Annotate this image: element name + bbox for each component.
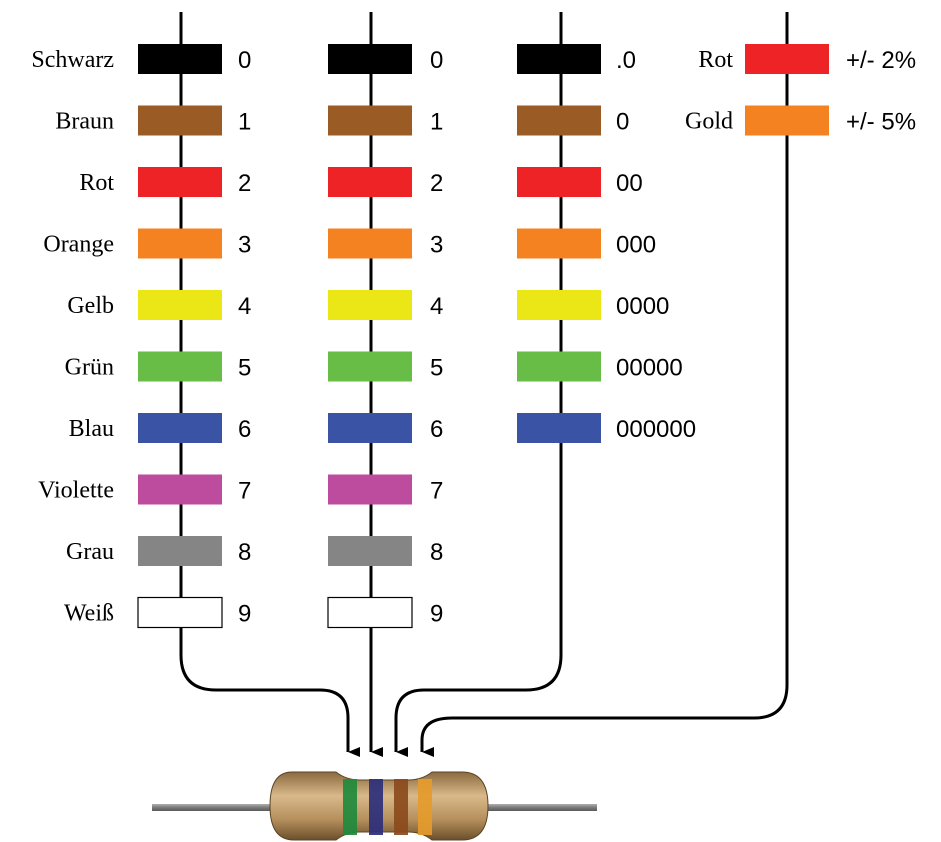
wire-tolerance: [420, 12, 789, 757]
digit2-value-label: 0: [430, 47, 443, 74]
digit2-swatch-blau: [328, 413, 412, 443]
multiplier-swatch-schwarz: [517, 44, 601, 74]
color-name-labels: SchwarzBraunRotOrangeGelbGrünBlauViolett…: [31, 47, 114, 627]
digit2-swatch-grau: [328, 536, 412, 566]
tolerance-value-label: +/- 2%: [846, 47, 916, 74]
color-name-label: Violette: [38, 478, 114, 504]
multiplier-value-label: 00: [616, 170, 643, 197]
digit1-value-label: 3: [238, 232, 251, 259]
digit1-value-label: 6: [238, 416, 251, 443]
digit1-value-label: 5: [238, 355, 251, 382]
second-digit-column: 0 1 2 3 4 5 6 7 8 9: [327, 44, 443, 629]
color-name-label: Weiß: [64, 601, 114, 627]
digit1-value-label: 7: [238, 478, 251, 505]
multiplier-swatch-braun: [517, 105, 601, 136]
resistor-band-1: [343, 779, 357, 835]
tolerance-value-label: +/- 5%: [846, 109, 916, 136]
digit1-value-label: 1: [238, 109, 251, 136]
digit2-value-label: 3: [430, 232, 443, 259]
multiplier-swatch-grün: [517, 351, 601, 382]
tolerance-swatch-rot: [745, 44, 829, 74]
multiplier-value-label: 000: [616, 232, 656, 259]
resistor-band-4: [418, 779, 432, 835]
multiplier-swatch-blau: [517, 413, 601, 443]
resistor-band-2: [369, 779, 383, 835]
digit1-swatch-braun: [138, 105, 222, 136]
multiplier-value-label: 000000: [616, 416, 696, 443]
digit2-value-label: 2: [430, 170, 443, 197]
digit2-swatch-grün: [328, 351, 412, 382]
multiplier-value-label: 0: [616, 109, 629, 136]
digit2-value-label: 6: [430, 416, 443, 443]
color-name-label: Gelb: [67, 293, 114, 319]
digit2-value-label: 7: [430, 478, 443, 505]
digit1-value-label: 2: [238, 170, 251, 197]
tolerance-column: Rot +/- 2% Gold +/- 5%: [685, 44, 916, 136]
multiplier-value-label: 00000: [616, 355, 683, 382]
digit2-swatch-schwarz: [328, 44, 412, 74]
digit1-swatch-schwarz: [138, 44, 222, 74]
digit2-swatch-braun: [328, 105, 412, 136]
digit1-value-label: 4: [238, 293, 251, 320]
digit1-value-label: 9: [238, 601, 251, 628]
digit2-swatch-weiß: [327, 596, 413, 629]
digit2-value-label: 4: [430, 293, 443, 320]
multiplier-swatch-gelb: [517, 290, 601, 320]
color-name-label: Grau: [66, 539, 114, 565]
digit1-swatch-violette: [138, 474, 222, 505]
color-name-label: Grün: [65, 355, 114, 381]
tolerance-swatch-gold: [745, 105, 829, 136]
first-digit-column: 0 1 2 3 4 5 6 7 8 9: [137, 44, 251, 629]
color-name-label: Rot: [79, 170, 114, 196]
resistor-illustration: [152, 771, 597, 841]
digit1-value-label: 8: [238, 539, 251, 566]
color-name-label: Schwarz: [31, 47, 114, 73]
color-name-label: Braun: [55, 109, 114, 135]
digit2-swatch-gelb: [328, 290, 412, 320]
digit1-swatch-rot: [138, 167, 222, 197]
tolerance-name-label: Gold: [685, 109, 733, 135]
digit2-value-label: 8: [430, 539, 443, 566]
digit1-swatch-grün: [138, 351, 222, 382]
color-name-label: Blau: [69, 416, 114, 442]
digit1-swatch-grau: [138, 536, 222, 566]
digit1-swatch-orange: [138, 228, 222, 259]
multiplier-value-label: 0000: [616, 293, 669, 320]
color-name-label: Orange: [43, 232, 114, 258]
multiplier-swatch-orange: [517, 228, 601, 259]
digit2-value-label: 1: [430, 109, 443, 136]
wire-digit1: [179, 12, 360, 757]
multiplier-value-label: .0: [616, 47, 636, 74]
tolerance-name-label: Rot: [698, 47, 733, 73]
multiplier-swatch-rot: [517, 167, 601, 197]
digit2-swatch-rot: [328, 167, 412, 197]
digit1-swatch-gelb: [138, 290, 222, 320]
digit1-swatch-weiß: [137, 596, 223, 629]
resistor-band-3: [394, 779, 408, 835]
wire-multiplier: [394, 12, 563, 757]
digit1-swatch-blau: [138, 413, 222, 443]
digit1-value-label: 0: [238, 47, 251, 74]
digit2-value-label: 9: [430, 601, 443, 628]
digit2-value-label: 5: [430, 355, 443, 382]
digit2-swatch-violette: [328, 474, 412, 505]
digit2-swatch-orange: [328, 228, 412, 259]
